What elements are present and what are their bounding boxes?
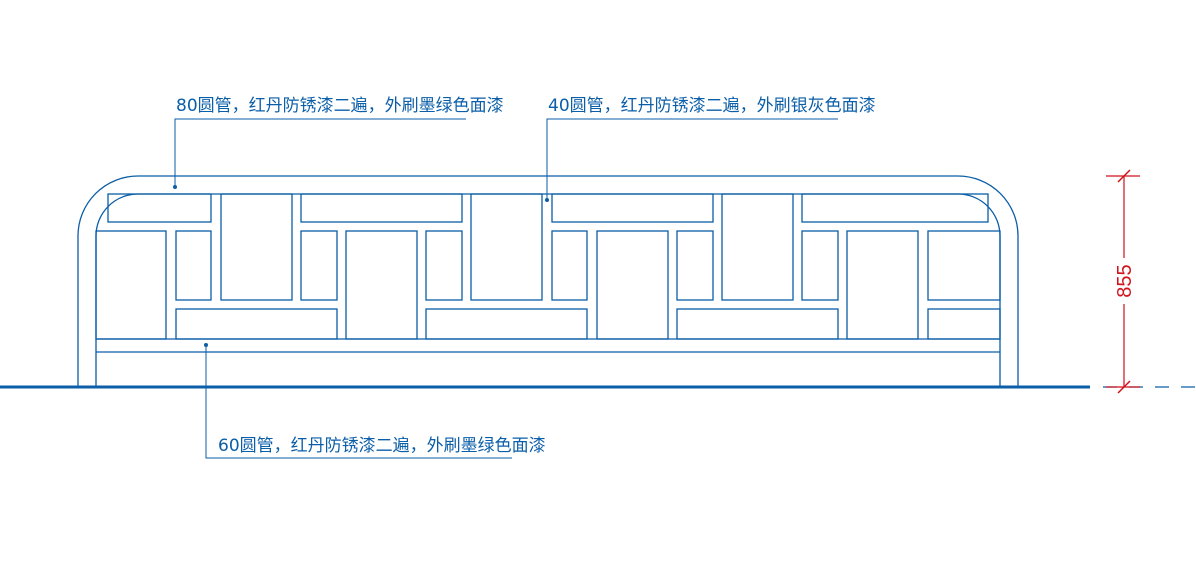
lattice-panel <box>175 230 212 301</box>
annotation-lattice: 40圆管，红丹防锈漆二遍，外刷银灰色面漆 <box>548 96 876 116</box>
leader-lattice <box>545 118 838 202</box>
lattice-panel <box>345 230 418 340</box>
lattice-infill <box>95 193 1001 340</box>
lattice-panel <box>927 230 1001 301</box>
lattice-panel <box>676 230 714 301</box>
lattice-panel <box>425 308 588 340</box>
leader-bottom-rail <box>204 343 512 459</box>
lattice-panel <box>300 193 463 223</box>
lattice-panel <box>551 193 714 223</box>
leader-top-rail <box>173 118 466 189</box>
lattice-panel <box>927 308 1001 340</box>
lattice-panel <box>551 230 588 301</box>
lattice-panel <box>300 230 338 301</box>
railing-frame <box>77 175 1019 387</box>
lattice-panel <box>801 193 989 223</box>
lattice-panel <box>676 308 839 340</box>
dimension-value: 855 <box>1114 264 1136 297</box>
lattice-panel <box>107 193 212 223</box>
annotation-top-rail: 80圆管，红丹防锈漆二遍，外刷墨绿色面漆 <box>176 96 504 116</box>
lattice-panel <box>801 230 839 301</box>
lattice-panel <box>175 308 338 340</box>
lattice-panel <box>220 193 293 301</box>
lattice-panel <box>846 230 919 340</box>
lattice-panel <box>95 230 167 340</box>
dimension-text-mask <box>1112 258 1136 304</box>
lattice-panel <box>721 193 794 301</box>
lattice-panel <box>470 193 543 301</box>
annotation-bottom-rail: 60圆管，红丹防锈漆二遍，外刷墨绿色面漆 <box>218 436 546 456</box>
lattice-panel <box>596 230 669 340</box>
lattice-panel <box>425 230 463 301</box>
